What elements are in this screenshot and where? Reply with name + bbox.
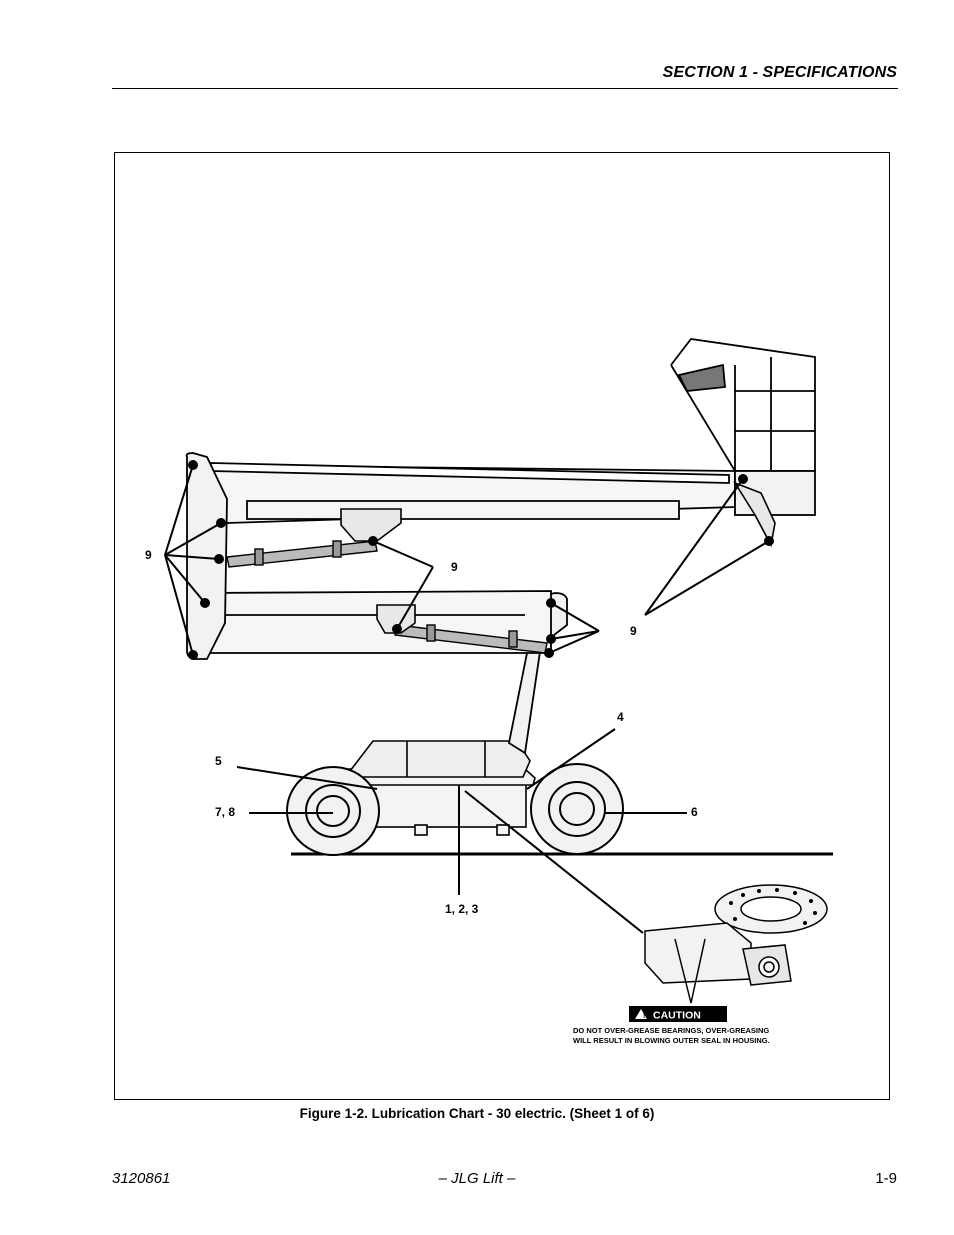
page-number: 1-9 bbox=[875, 1170, 897, 1187]
callout-7-8: 7, 8 bbox=[215, 805, 235, 819]
doc-number: 3120861 bbox=[112, 1170, 171, 1187]
callout-4: 4 bbox=[617, 710, 624, 724]
callout-1-2-3: 1, 2, 3 bbox=[445, 902, 479, 916]
callout-9-left: 9 bbox=[145, 548, 152, 562]
callout-6: 6 bbox=[691, 805, 698, 819]
right-wheel bbox=[530, 763, 624, 855]
callout-9-middle: 9 bbox=[451, 560, 458, 574]
cylinder-brackets bbox=[340, 508, 416, 634]
caution-line-2: WILL RESULT IN BLOWING OUTER SEAL IN HOU… bbox=[573, 1036, 770, 1045]
platform bbox=[670, 338, 816, 516]
callout-5: 5 bbox=[215, 754, 222, 768]
boom-knuckle bbox=[185, 452, 228, 660]
platform-bracket bbox=[733, 481, 776, 548]
figure-caption: Figure 1-2. Lubrication Chart - 30 elect… bbox=[299, 1106, 655, 1121]
header-rule bbox=[112, 88, 898, 89]
left-wheel bbox=[286, 766, 380, 856]
svg-text:!: ! bbox=[643, 1013, 645, 1020]
publisher: – JLG Lift – bbox=[438, 1170, 516, 1187]
bearing-bolt-holes bbox=[729, 888, 817, 925]
caution-line-1: DO NOT OVER-GREASE BEARINGS, OVER-GREASI… bbox=[573, 1026, 769, 1035]
turntable bbox=[349, 740, 531, 778]
callout-9-right: 9 bbox=[630, 624, 637, 638]
lubrication-figure: 9 9 9 4 5 7, 8 6 1, 2, 3 ! CAUTION DO NO… bbox=[114, 152, 890, 1100]
swing-bearing-detail bbox=[644, 884, 828, 1004]
caution-label: CAUTION bbox=[653, 1010, 701, 1022]
upper-cylinder bbox=[226, 540, 378, 568]
lift-illustration: 9 9 9 4 5 7, 8 6 1, 2, 3 ! CAUTION DO NO… bbox=[145, 338, 833, 1045]
caution-badge: ! CAUTION bbox=[629, 1006, 727, 1022]
leader-lines bbox=[164, 464, 770, 934]
section-title: SECTION 1 - SPECIFICATIONS bbox=[662, 64, 897, 81]
